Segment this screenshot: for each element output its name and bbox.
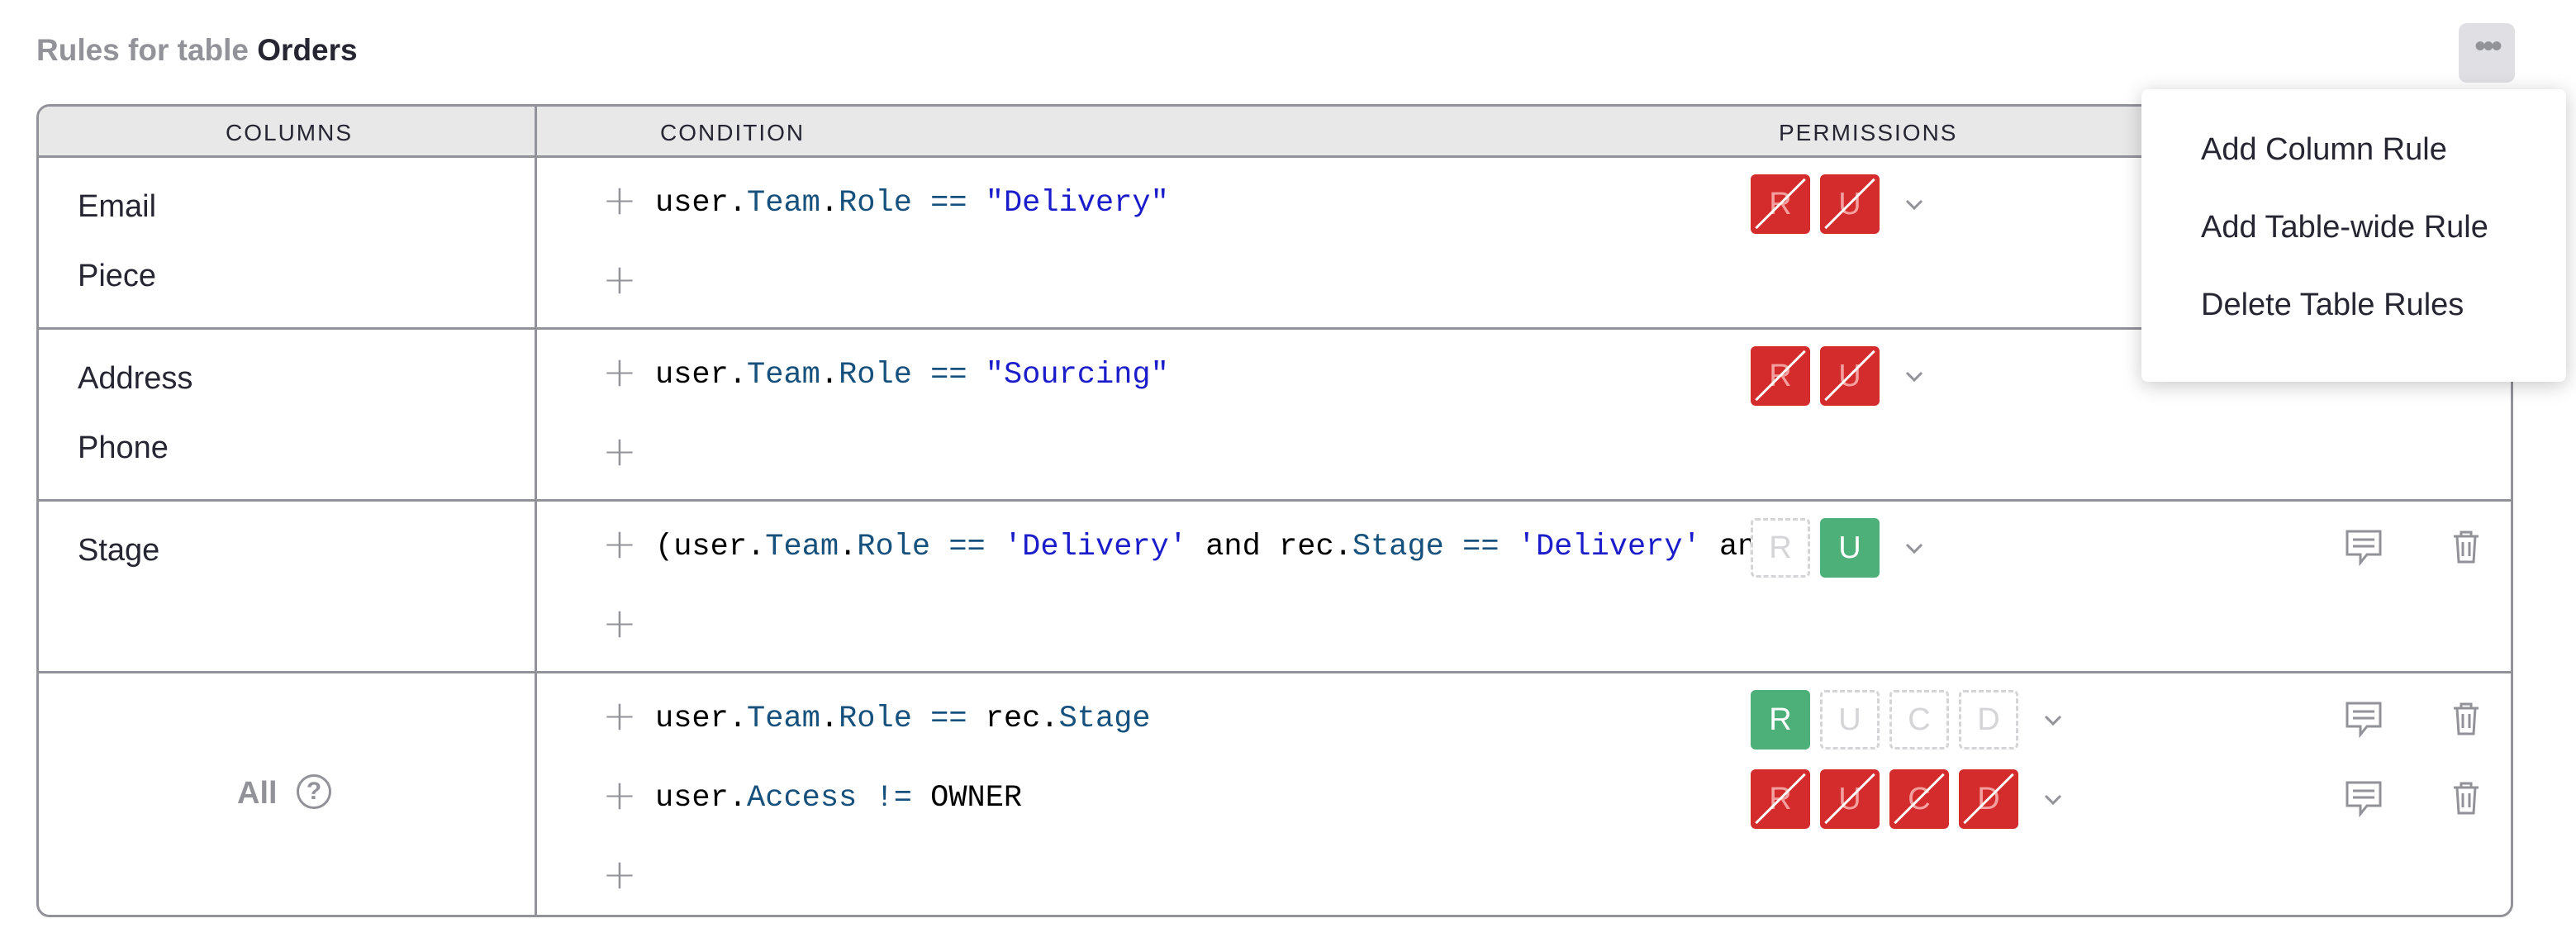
column-name[interactable]: Stage	[78, 533, 160, 568]
permission-update[interactable]: U	[1820, 174, 1880, 234]
permission-delete[interactable]: D	[1959, 769, 2018, 829]
comment-icon[interactable]	[2342, 778, 2385, 821]
table-rules-menu: Add Column Rule Add Table-wide Rule Dele…	[2141, 89, 2566, 382]
permission-read[interactable]: R	[1751, 346, 1810, 406]
permission-create[interactable]: C	[1889, 769, 1949, 829]
rules-table: COLUMNS CONDITION PERMISSIONS Email Piec…	[36, 104, 2513, 917]
column-name[interactable]: Phone	[78, 431, 169, 465]
rule-group: Stage + (user.Team.Role == 'Delivery' an…	[39, 502, 2511, 673]
column-name[interactable]: Address	[78, 361, 193, 396]
menu-item-add-table-wide-rule[interactable]: Add Table-wide Rule	[2201, 210, 2488, 245]
comment-icon[interactable]	[2342, 698, 2385, 741]
table-name: Orders	[257, 33, 358, 67]
add-condition-icon[interactable]: +	[602, 255, 637, 303]
permission-update[interactable]: U	[1820, 518, 1880, 578]
permission-update[interactable]: U	[1820, 346, 1880, 406]
chevron-down-icon[interactable]	[2043, 710, 2063, 730]
add-condition-icon[interactable]: +	[602, 176, 637, 224]
table-header: COLUMNS CONDITION PERMISSIONS	[39, 107, 2511, 158]
permission-read[interactable]: R	[1751, 690, 1810, 750]
add-condition-icon[interactable]: +	[602, 692, 637, 740]
help-icon[interactable]: ?	[297, 774, 331, 809]
permissions-header: PERMISSIONS	[1779, 120, 1958, 145]
permission-read[interactable]: R	[1751, 769, 1810, 829]
all-columns-label: All	[237, 776, 278, 811]
column-divider	[535, 107, 537, 915]
chevron-down-icon[interactable]	[1904, 366, 1924, 386]
add-condition-icon[interactable]: +	[602, 599, 637, 647]
permission-delete[interactable]: D	[1959, 690, 2018, 750]
condition-editor[interactable]: user.Access != OWNER	[655, 781, 1023, 816]
columns-header: COLUMNS	[226, 120, 354, 145]
more-dots-icon: •••	[2474, 28, 2502, 64]
chevron-down-icon[interactable]	[1904, 538, 1924, 558]
permission-update[interactable]: U	[1820, 769, 1880, 829]
condition-editor[interactable]: user.Team.Role == rec.Stage	[655, 702, 1151, 736]
permission-read[interactable]: R	[1751, 518, 1810, 578]
condition-editor[interactable]: (user.Team.Role == 'Delivery' and rec.St…	[655, 530, 1754, 564]
permission-read[interactable]: R	[1751, 174, 1810, 234]
column-name[interactable]: Email	[78, 189, 157, 224]
add-condition-icon[interactable]: +	[602, 850, 637, 898]
permission-create[interactable]: C	[1889, 690, 1949, 750]
add-condition-icon[interactable]: +	[602, 771, 637, 819]
trash-icon[interactable]	[2451, 530, 2481, 564]
add-condition-icon[interactable]: +	[602, 348, 637, 396]
condition-header: CONDITION	[660, 120, 806, 145]
add-condition-icon[interactable]: +	[602, 427, 637, 475]
page-title: Rules for table Orders	[36, 33, 358, 68]
trash-icon[interactable]	[2451, 702, 2481, 736]
comment-icon[interactable]	[2342, 526, 2385, 569]
column-name[interactable]: Piece	[78, 259, 157, 293]
condition-editor[interactable]: user.Team.Role == "Delivery"	[655, 186, 1169, 221]
rule-group: Address Phone + user.Team.Role == "Sourc…	[39, 330, 2511, 502]
add-condition-icon[interactable]: +	[602, 520, 637, 568]
more-menu-button[interactable]: •••	[2459, 23, 2515, 83]
chevron-down-icon[interactable]	[1904, 194, 1924, 214]
rule-group: Email Piece + user.Team.Role == "Deliver…	[39, 158, 2511, 330]
trash-icon[interactable]	[2451, 781, 2481, 816]
menu-item-add-column-rule[interactable]: Add Column Rule	[2201, 132, 2447, 167]
chevron-down-icon[interactable]	[2043, 789, 2063, 809]
title-prefix: Rules for table	[36, 33, 249, 67]
condition-editor[interactable]: user.Team.Role == "Sourcing"	[655, 358, 1169, 393]
menu-item-delete-table-rules[interactable]: Delete Table Rules	[2201, 288, 2464, 322]
permission-update[interactable]: U	[1820, 690, 1880, 750]
